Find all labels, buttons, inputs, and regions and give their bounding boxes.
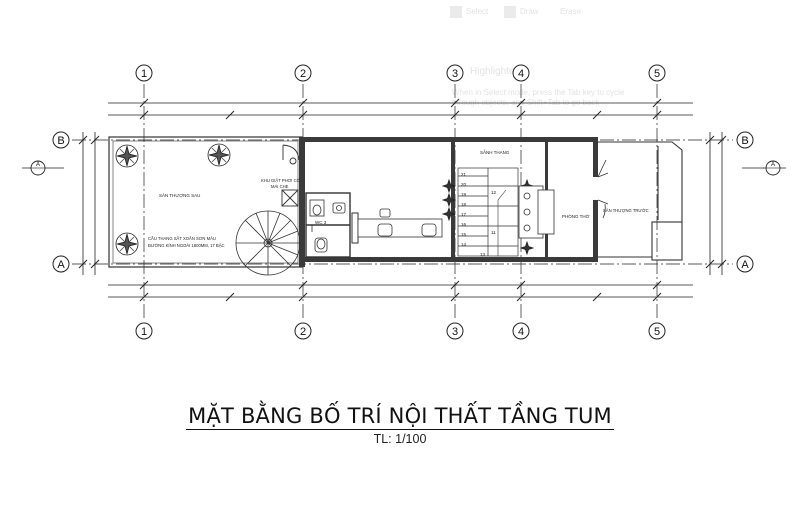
drawing-scale: TL: 1/100	[373, 432, 427, 446]
label-laundry-roof: MÁI CHE	[271, 184, 289, 189]
section-marker-left: A	[22, 160, 64, 176]
wc-fixtures	[309, 199, 346, 253]
grid-bubbles	[52, 64, 754, 340]
grid-label-row-a-right: A	[741, 259, 749, 271]
svg-text:15: 15	[461, 232, 467, 237]
svg-text:19: 19	[461, 192, 467, 197]
grid-label-row-b-left: B	[57, 135, 64, 147]
grid-label-col-1: 1	[141, 68, 147, 80]
label-spiral-stair-note: ĐƯỜNG KÍNH NGOÀI 1800MM, 17 BẬC	[148, 243, 225, 248]
label-wc: WC 3	[315, 220, 327, 225]
lounge-furniture	[357, 208, 443, 238]
grid-label-col-3-bottom: 3	[452, 326, 458, 338]
label-front-terrace: SÂN THƯỢNG TRƯỚC	[603, 208, 649, 213]
plant-icon	[441, 192, 457, 208]
grid-label-col-1-bottom: 1	[141, 326, 147, 338]
front-terrace-outline	[598, 141, 683, 261]
svg-text:16: 16	[461, 222, 467, 227]
floor-plan-drawing: 1 2 3 4 5 1 2 3 4 5 B A B A A A	[22, 64, 786, 340]
label-rear-terrace: SÂN THƯỢNG SAU	[159, 192, 200, 198]
grid-label-col-2: 2	[300, 68, 306, 80]
label-worship: PHÒNG THỜ	[562, 213, 590, 219]
dimension-lines	[82, 102, 723, 298]
svg-text:20: 20	[461, 182, 467, 187]
svg-text:11: 11	[491, 230, 496, 235]
plant-icon	[207, 143, 231, 167]
plant-icon	[441, 178, 457, 194]
label-stair-hall: SẢNH THANG	[480, 149, 510, 155]
room-labels: SÂN THƯỢNG SAU CẦU THANG SẮT XOẮN SƠN MÀ…	[148, 149, 649, 248]
svg-text:13: 13	[480, 252, 486, 257]
plant-icon	[441, 206, 457, 222]
grid-label-col-4: 4	[518, 68, 524, 80]
stair-step-numbers: 21 20 19 18 17 16 15 14 13 12 11	[461, 172, 497, 257]
laundry-area	[281, 144, 300, 207]
svg-text:12: 12	[491, 190, 497, 195]
plant-icon	[115, 144, 139, 168]
doors	[311, 159, 609, 232]
dimension-ticks	[78, 98, 727, 302]
grid-label-col-5-bottom: 5	[654, 326, 660, 338]
svg-text:A: A	[36, 162, 40, 168]
svg-text:17: 17	[461, 212, 467, 217]
grid-label-row-b-right: B	[741, 135, 748, 147]
plant-icon	[115, 232, 139, 256]
plant-icon	[519, 240, 535, 256]
drawing-title: MẶT BẰNG BỐ TRÍ NỘI THẤT TẦNG TUM	[0, 404, 800, 430]
grid-label-row-a-left: A	[57, 259, 65, 271]
spiral-stair	[235, 210, 301, 276]
svg-text:14: 14	[461, 242, 467, 247]
grid-label-col-5: 5	[654, 68, 660, 80]
drawing-title-text: MẶT BẰNG BỐ TRÍ NỘI THẤT TẦNG TUM	[186, 404, 614, 430]
svg-text:21: 21	[461, 172, 467, 177]
grid-bubble-labels: 1 2 3 4 5 1 2 3 4 5 B A B A	[57, 68, 749, 338]
section-marker-right: A	[742, 160, 786, 176]
grid-label-col-3: 3	[452, 68, 458, 80]
main-stair	[457, 167, 519, 257]
altar-furniture	[518, 185, 555, 239]
grid-label-col-2-bottom: 2	[300, 326, 306, 338]
grid-label-col-4-bottom: 4	[518, 326, 524, 338]
plant-pots	[115, 143, 535, 256]
label-laundry: KHU GIẶT PHƠI CÓ	[261, 178, 301, 183]
svg-text:A: A	[771, 162, 775, 168]
label-spiral-stair: CẦU THANG SẮT XOẮN SƠN MÀU	[148, 236, 216, 241]
svg-text:18: 18	[461, 202, 467, 207]
